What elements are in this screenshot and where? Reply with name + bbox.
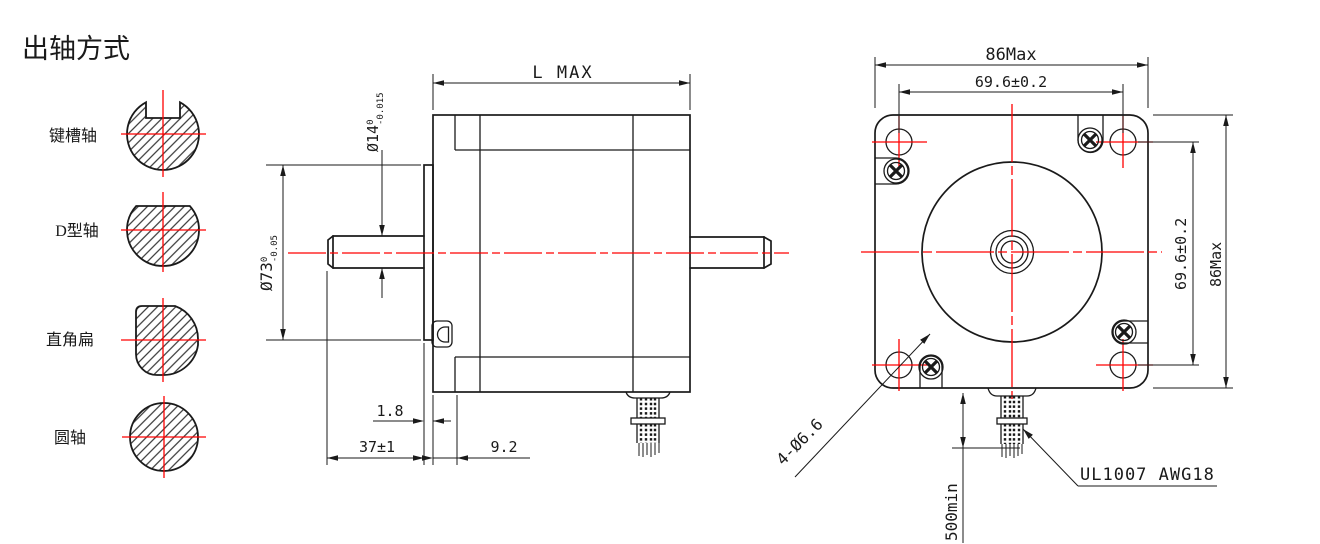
dim-pilot-protrusion-group: 1.8 [373, 343, 451, 465]
dim-lead-length-group: 500min [942, 393, 1020, 543]
dim-height-max: 86Max [1207, 242, 1225, 287]
dim-lead-spec-group: UL1007 AWG18 [1022, 428, 1217, 487]
screw-head [918, 354, 944, 380]
screw-head [883, 158, 909, 184]
dim-width-group: 86Max [874, 45, 1149, 108]
motor-side-view: L MAX Ø140-0.015 Ø730-0.05 1. [257, 63, 789, 465]
motor-front-view: 86Max 69.6±0.2 69.6±0.2 86Max [772, 45, 1233, 543]
round-shaft-section [122, 396, 206, 478]
label-right-angle-flat-shaft: 直角扁 [46, 331, 94, 349]
dim-pilot-diameter: Ø730-0.05 [257, 235, 280, 291]
dim-length-max: L MAX [532, 63, 593, 83]
d-shaft-section [121, 192, 206, 272]
screw-head [1077, 127, 1103, 153]
dim-lead-length: 500min [942, 483, 961, 541]
label-round-shaft: 圆轴 [54, 429, 86, 447]
wire-clip [431, 320, 453, 348]
dim-shaft-diameter: Ø140-0.015 [364, 92, 386, 152]
dim-shaft-extension-group: 37±1 [326, 271, 424, 465]
right-angle-flat-shaft-section [121, 298, 206, 382]
dim-flange-thickness-group: 9.2 [422, 395, 530, 465]
label-d-shaft: D型轴 [55, 222, 99, 240]
dim-shaft-extension: 37±1 [359, 438, 395, 456]
dim-length: L MAX [432, 63, 691, 110]
keyway-shaft-section [121, 90, 206, 177]
dim-lead-spec: UL1007 AWG18 [1080, 465, 1215, 485]
dim-mounting-holes-group: 4-Ø6.6 [772, 333, 931, 478]
shaft-types-panel: 出轴方式 键槽轴 D型轴 直角扁 圆轴 [22, 34, 206, 478]
lead-wire-bundle-front [987, 387, 1037, 458]
label-keyway-shaft: 键槽轴 [49, 127, 97, 145]
screw-heads [875, 115, 1148, 388]
center-crosshair [861, 104, 1162, 399]
dim-pilot-protrusion: 1.8 [376, 402, 403, 420]
dim-bolt-spacing-vertical-group: 69.6±0.2 [1138, 141, 1199, 366]
page-title: 出轴方式 [22, 34, 130, 64]
dim-width-max: 86Max [985, 45, 1036, 65]
dim-flange-thickness: 9.2 [490, 438, 517, 456]
dim-height-group: 86Max [1153, 114, 1233, 389]
screw-head [1111, 319, 1137, 345]
dim-pilot-diameter-group: Ø730-0.05 [257, 164, 421, 341]
lead-wire-bundle-side [625, 391, 671, 457]
dim-bolt-spacing-horizontal: 69.6±0.2 [975, 73, 1047, 91]
dim-mounting-holes: 4-Ø6.6 [772, 415, 826, 469]
dim-shaft-diameter-group: Ø140-0.015 [364, 92, 386, 298]
rear-shaft [689, 236, 772, 269]
dim-bolt-spacing-vertical: 69.6±0.2 [1172, 218, 1190, 290]
dim-bolt-spacing-horizontal-group: 69.6±0.2 [898, 73, 1124, 133]
front-shaft [327, 235, 425, 269]
